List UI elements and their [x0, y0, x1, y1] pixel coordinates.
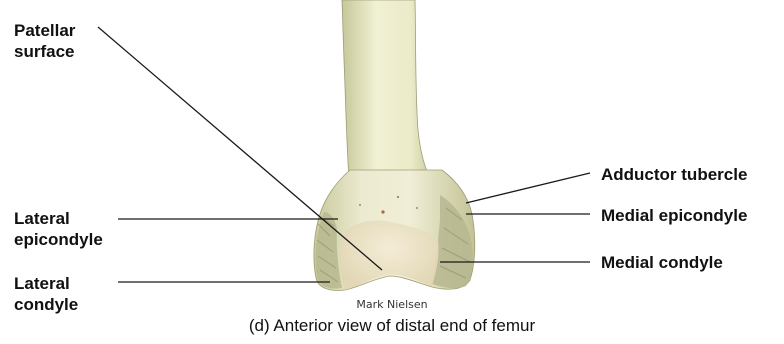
lateral-epicondyle-label-line2: epicondyle [14, 229, 103, 250]
adductor-tubercle-leader [466, 173, 590, 203]
patellar-surface-leader [98, 27, 382, 270]
femur-shaft [342, 0, 440, 192]
figure-caption: (d) Anterior view of distal end of femur [0, 316, 784, 336]
medial-epicondyle-label: Medial epicondyle [601, 205, 747, 226]
lateral-condyle-label-line1: Lateral [14, 273, 78, 294]
lateral-epicondyle-label: Lateral epicondyle [14, 208, 103, 250]
photo-credit: Mark Nielsen [0, 298, 784, 311]
patellar-surface-label: Patellar surface [14, 20, 75, 62]
patellar-surface-label-line2: surface [14, 41, 75, 62]
patellar-surface-label-line1: Patellar [14, 20, 75, 41]
adductor-tubercle-label: Adductor tubercle [601, 164, 747, 185]
medial-condyle-label: Medial condyle [601, 252, 723, 273]
lateral-epicondyle-label-line1: Lateral [14, 208, 103, 229]
